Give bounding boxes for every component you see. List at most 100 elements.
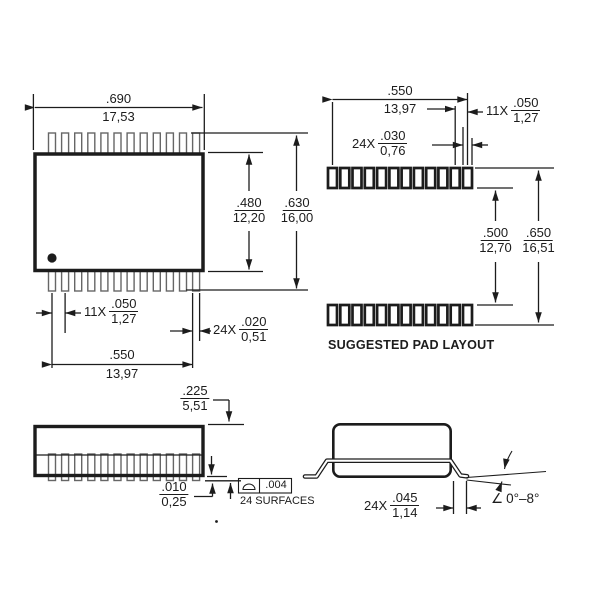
- pin: [139, 269, 148, 292]
- side-view: [33, 399, 293, 523]
- pin: [191, 269, 201, 292]
- pad: [375, 166, 388, 190]
- lead: [87, 453, 96, 482]
- print-speck: [215, 520, 218, 523]
- top-view-pins-bottom: [47, 269, 201, 292]
- pin: [100, 269, 109, 292]
- pad: [400, 166, 412, 190]
- pin: [113, 269, 122, 292]
- pin: [139, 132, 148, 155]
- pad: [351, 303, 363, 327]
- pin: [47, 132, 57, 155]
- pad: [437, 166, 449, 190]
- dim-lead-span-mm: 13,97: [105, 366, 139, 381]
- pin: [165, 269, 175, 292]
- pad-row-top: [326, 166, 474, 190]
- feature-control-frame: [237, 477, 293, 494]
- lead: [113, 453, 122, 482]
- pin: [87, 269, 96, 292]
- dim-overall-width-mm: 17,53: [102, 109, 135, 124]
- pad: [375, 303, 388, 327]
- lead: [73, 453, 83, 482]
- lead: [60, 453, 70, 482]
- pad: [338, 303, 351, 327]
- pin1-indicator-dot: [47, 253, 57, 263]
- pad: [424, 303, 437, 327]
- pad: [437, 303, 449, 327]
- top-view: [24, 94, 308, 368]
- angle-arrow-up: [495, 481, 503, 493]
- pin: [152, 132, 162, 155]
- end-view: [302, 422, 547, 514]
- lead: [47, 453, 57, 482]
- lead: [178, 453, 188, 482]
- package-body-top-view: [33, 152, 205, 273]
- lead: [126, 453, 135, 482]
- lead: [165, 453, 175, 482]
- pad: [388, 303, 400, 327]
- pad-layout: [322, 93, 554, 327]
- angle-arc-arrow-down: [503, 450, 513, 470]
- flatness-value: .004: [265, 479, 287, 491]
- pad: [449, 166, 462, 190]
- top-view-pins-top: [47, 132, 201, 155]
- dim-lead-span-in: .550: [109, 347, 135, 362]
- pin: [73, 132, 83, 155]
- pad: [400, 303, 412, 327]
- angle-foot-line: [466, 479, 512, 486]
- pad: [326, 166, 339, 190]
- lead: [139, 453, 148, 482]
- lead: [152, 453, 162, 482]
- dim-pad-span-in: .550: [387, 83, 413, 98]
- dim-lead-angle: ∠ 0°–8°: [491, 491, 540, 507]
- pin: [178, 132, 188, 155]
- pad: [449, 303, 462, 327]
- pad: [388, 166, 400, 190]
- gull-wing-lead-inner: [303, 459, 469, 478]
- pad-layout-title: SUGGESTED PAD LAYOUT: [328, 338, 495, 352]
- package-body-end-view: [331, 422, 452, 478]
- pin: [191, 132, 201, 155]
- pad: [363, 166, 376, 190]
- pin: [165, 132, 175, 155]
- flatness-note: 24 SURFACES: [240, 494, 315, 507]
- lead: [100, 453, 109, 482]
- pad: [326, 303, 339, 327]
- pin: [60, 132, 70, 155]
- pin: [87, 132, 96, 155]
- seating-plane-symbol-icon: [242, 483, 256, 491]
- angle-icon: ∠: [491, 491, 504, 506]
- pad: [338, 166, 351, 190]
- package-body-side-view: [33, 424, 205, 478]
- pad: [412, 303, 425, 327]
- pad: [461, 166, 474, 190]
- lead-angle-value: 0°–8°: [506, 491, 540, 506]
- dim-pad-span-mm: 13,97: [383, 101, 417, 116]
- pin: [113, 132, 122, 155]
- dim-overall-width-in: .690: [105, 91, 132, 106]
- side-view-leads: [47, 453, 201, 482]
- pin: [60, 269, 70, 292]
- pin: [152, 269, 162, 292]
- pin: [126, 269, 135, 292]
- pin: [100, 132, 109, 155]
- pin: [178, 269, 188, 292]
- pad: [412, 166, 425, 190]
- pad: [461, 303, 474, 327]
- pin: [47, 269, 57, 292]
- pad: [363, 303, 376, 327]
- lead: [191, 453, 201, 482]
- pad: [424, 166, 437, 190]
